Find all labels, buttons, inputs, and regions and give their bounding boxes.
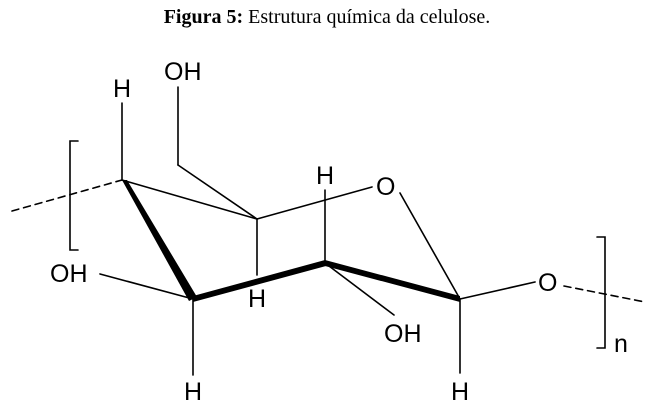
- atom-h-top-right: H: [316, 162, 334, 190]
- bracket-left: [69, 140, 79, 251]
- bold-bond-c3-c2: [193, 260, 326, 302]
- atom-oh-left: OH: [50, 260, 88, 288]
- atom-h-bottom-left: H: [184, 378, 202, 406]
- wedge-bond-c2-c1: [325, 260, 460, 302]
- dashed-bond-left: [11, 179, 123, 212]
- bond-oh-c3: [99, 273, 194, 300]
- bond-c1-o-link: [459, 281, 536, 300]
- repeat-unit-n: n: [614, 330, 628, 358]
- figure-caption: Figura 5: Estrutura química da celulose.: [0, 6, 654, 29]
- atom-oh-bottom-mid: OH: [384, 320, 422, 348]
- figure-caption-label: Figura 5:: [163, 6, 244, 28]
- wedge-bond-c4-c3: [122, 180, 197, 301]
- bond-c4-c5: [121, 179, 258, 220]
- atom-h-top-left: H: [113, 75, 131, 103]
- atom-h-bottom-right: H: [451, 378, 469, 406]
- atom-o-ring: O: [376, 173, 395, 201]
- dashed-bond-right: [563, 285, 646, 303]
- atom-oh-top: OH: [164, 58, 202, 86]
- bond-c5-o: [256, 186, 373, 220]
- bond-o-c1: [399, 192, 461, 300]
- bond-c2-oh: [324, 262, 395, 316]
- atom-o-link: O: [538, 269, 557, 297]
- bond-c5-c6: [177, 164, 258, 220]
- figure-caption-text: Estrutura química da celulose.: [243, 6, 491, 28]
- bracket-right: [596, 236, 606, 349]
- atom-h-mid: H: [248, 285, 266, 313]
